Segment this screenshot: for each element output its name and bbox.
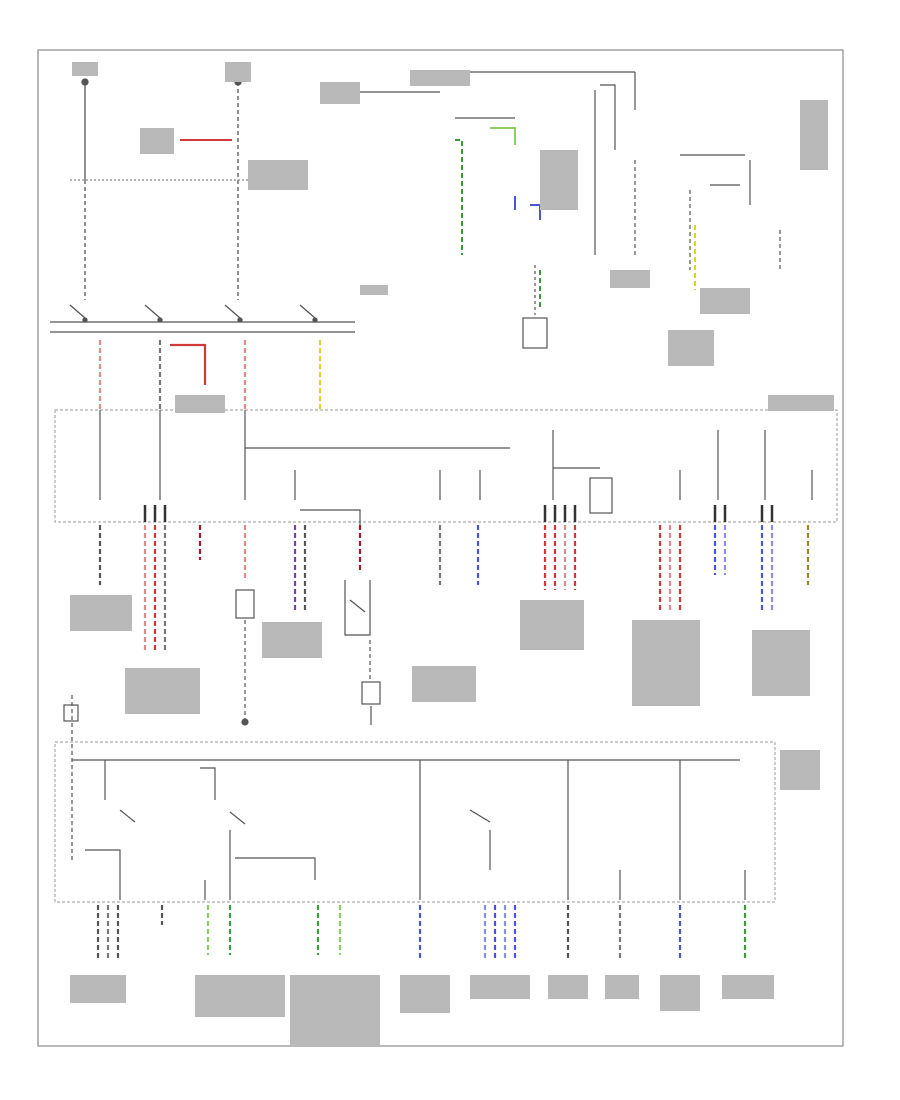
diagram-frame xyxy=(37,49,844,1047)
top-right-circuits xyxy=(360,71,781,349)
middle-components xyxy=(63,580,381,860)
lower-block-internal xyxy=(72,759,746,900)
illegible-labels xyxy=(70,62,834,1045)
junction-block-lower xyxy=(54,741,776,903)
lower-block-output-wires xyxy=(96,905,747,960)
upper-block-output-wires xyxy=(98,525,810,650)
junction-block-upper xyxy=(54,409,838,523)
upper-block-fuses xyxy=(143,505,774,522)
top-middle-colored-wires xyxy=(455,127,696,310)
upper-block-internal xyxy=(99,410,813,525)
ignition-output-wires xyxy=(98,340,322,410)
